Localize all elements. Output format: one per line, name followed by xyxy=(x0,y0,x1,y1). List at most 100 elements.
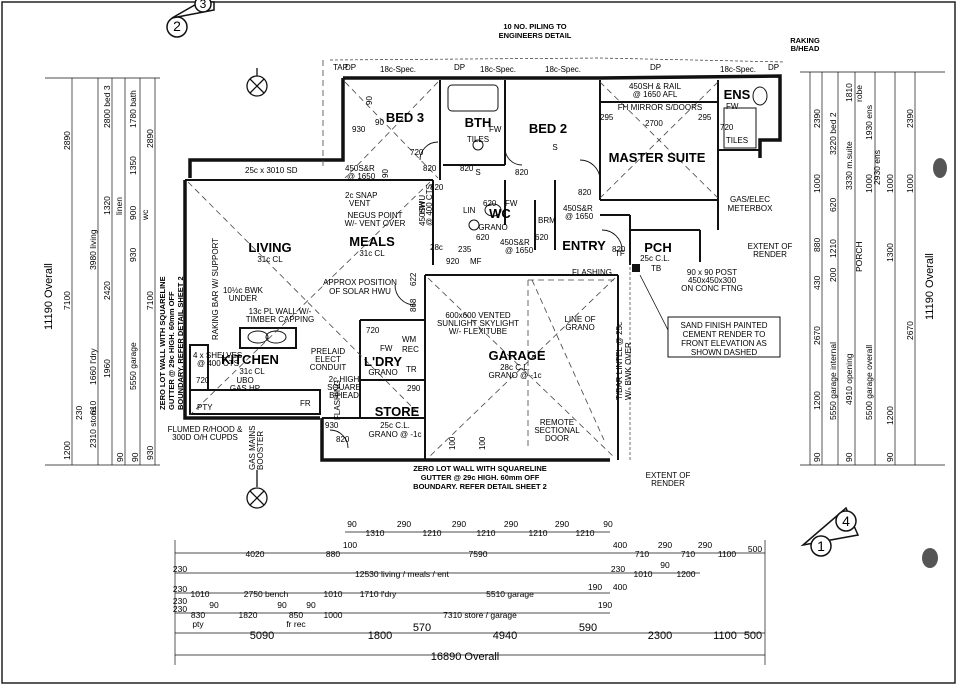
note-sand2: CEMENT RENDER TO xyxy=(683,330,766,339)
room-label-garage: GARAGE xyxy=(488,348,545,363)
inner-dim: 720 xyxy=(366,326,380,335)
note-sqhigh3: B/HEAD xyxy=(329,391,359,400)
dim-label: 1010 xyxy=(324,589,343,599)
room-sub-wc: GRANO xyxy=(478,223,507,232)
note-smoke: S xyxy=(552,143,557,152)
dim-label: 1100 xyxy=(718,549,737,559)
note-negus2: W/- VENT OVER xyxy=(345,219,406,228)
note-render-b: RENDER xyxy=(753,250,787,259)
dim-label: 880 xyxy=(326,549,340,559)
room-sub-kitchen: 31c CL xyxy=(239,367,265,376)
dim-label: 2310 store xyxy=(88,408,98,448)
inner-dim: 720 xyxy=(196,376,210,385)
dim-label: 400 xyxy=(613,540,627,550)
render-outline xyxy=(329,57,786,460)
dim-label: 3220 bed 2 xyxy=(828,112,838,155)
inner-dim: 820 xyxy=(460,164,474,173)
note-post: 90 x 90 POST xyxy=(687,268,737,277)
dim-label: 1000 xyxy=(812,174,822,193)
note-fw: FW xyxy=(380,344,393,353)
dim-label: 1930 ens xyxy=(864,105,874,140)
section-marker-bottom-right: 1 4 xyxy=(800,506,860,557)
note-render2: EXTENT OF xyxy=(646,471,691,480)
room-sub-pch: 25c C.L. xyxy=(640,254,670,263)
room-label-living: LIVING xyxy=(248,240,291,255)
note-bwk: 10½c BWK xyxy=(223,286,264,295)
dim-label: 1210 xyxy=(828,239,838,258)
inner-dim: 820 xyxy=(336,435,350,444)
note-sqhigh2: SQUARE xyxy=(327,383,361,392)
inner-dim: 820 xyxy=(612,245,626,254)
dim-label: 2670 xyxy=(812,326,822,345)
dim-label: 850 xyxy=(289,610,303,620)
door-swings xyxy=(329,141,623,449)
dim-label: 1210 xyxy=(423,528,442,538)
dim-label: 90 xyxy=(130,452,140,462)
inner-dim: 868 xyxy=(409,298,418,312)
inner-dim: 620 xyxy=(535,233,549,242)
marker-label: 4 xyxy=(842,513,850,529)
dim-label: 1000 xyxy=(324,610,343,620)
dim-label: pty xyxy=(192,619,204,629)
note-shower: 450SH & RAIL xyxy=(629,82,682,91)
note-plwall: 13c PL WALL W/- xyxy=(249,307,312,316)
inner-dim: 920 xyxy=(446,257,460,266)
note-remote2: SECTIONAL xyxy=(534,426,580,435)
inner-dim: 620 xyxy=(483,199,497,208)
dim-label: 90 xyxy=(603,519,613,529)
note-post2: 450x450x300 xyxy=(688,276,737,285)
dim-label: 290 xyxy=(555,519,569,529)
note-tr: TR xyxy=(406,365,417,374)
dim-label: 1210 xyxy=(576,528,595,538)
dim-label: 90 xyxy=(885,452,895,462)
note-tbar2: W/- BWK OVER xyxy=(624,342,633,400)
note-piling: 10 NO. PILING TO xyxy=(503,22,566,31)
note-gashp: GAS HP xyxy=(230,384,260,393)
dim-label: 1800 xyxy=(368,630,392,642)
room-sub-garage: 28c C.L. xyxy=(500,363,530,372)
dim-label: 290 xyxy=(658,540,672,550)
note-spec: 18c-Spec. xyxy=(380,65,416,74)
dim-label: 1200 xyxy=(62,441,72,460)
callout-leader xyxy=(639,274,669,331)
dim-label: 230 xyxy=(173,604,187,614)
note-shower2: @ 1650 AFL xyxy=(633,90,678,99)
note-tf: TF xyxy=(615,249,625,258)
scan-speck xyxy=(933,158,947,178)
inner-dim: 295 xyxy=(698,113,712,122)
exterior-walls xyxy=(183,74,782,462)
dim-label: 7100 xyxy=(145,291,155,310)
inner-dim: 90 xyxy=(365,96,374,105)
dim-label: 200 xyxy=(828,268,838,282)
dim-label: 5550 garage xyxy=(128,342,138,390)
dim-label: 2300 xyxy=(648,630,672,642)
note-raking: RAKING xyxy=(790,36,820,45)
inner-dim: 450S&R xyxy=(563,204,593,213)
room-sub-ldry: GRANO xyxy=(368,368,397,377)
note-flumed2: 300D O/H CUPDS xyxy=(172,433,238,442)
dim-label: 1010 xyxy=(634,569,653,579)
dim-label: 1350 xyxy=(128,156,138,175)
scan-speck xyxy=(922,548,938,568)
dim-label: 290 xyxy=(504,519,518,529)
inner-dim: 820 xyxy=(423,164,437,173)
dim-label: 5500 garage overall xyxy=(864,345,874,420)
dim-label-overall: 16890 Overall xyxy=(431,651,500,663)
dim-label: 1000 xyxy=(905,174,915,193)
dim-label: 1960 xyxy=(102,359,112,378)
inner-dim: @ 1650 xyxy=(505,246,534,255)
dim-label: 230 xyxy=(173,564,187,574)
inner-dim: 295 xyxy=(600,113,614,122)
note-raking-bar: RAKING BAR W/ SUPPORT xyxy=(211,238,220,340)
dim-label: 100 xyxy=(343,540,357,550)
room-sub-meals: 31c CL xyxy=(359,249,385,258)
dim-label: wc xyxy=(140,209,150,221)
dim-label: 230 xyxy=(611,564,625,574)
dim-label: 90 xyxy=(115,452,125,462)
dim-label: 1200 xyxy=(812,391,822,410)
note-plwall2: TIMBER CAPPING xyxy=(246,315,314,324)
inner-dim: 450S&R xyxy=(500,238,530,247)
pile-marker-top xyxy=(246,68,268,97)
room-label-bth: BTH xyxy=(465,115,492,130)
note-prelaid2: ELECT xyxy=(315,355,341,364)
